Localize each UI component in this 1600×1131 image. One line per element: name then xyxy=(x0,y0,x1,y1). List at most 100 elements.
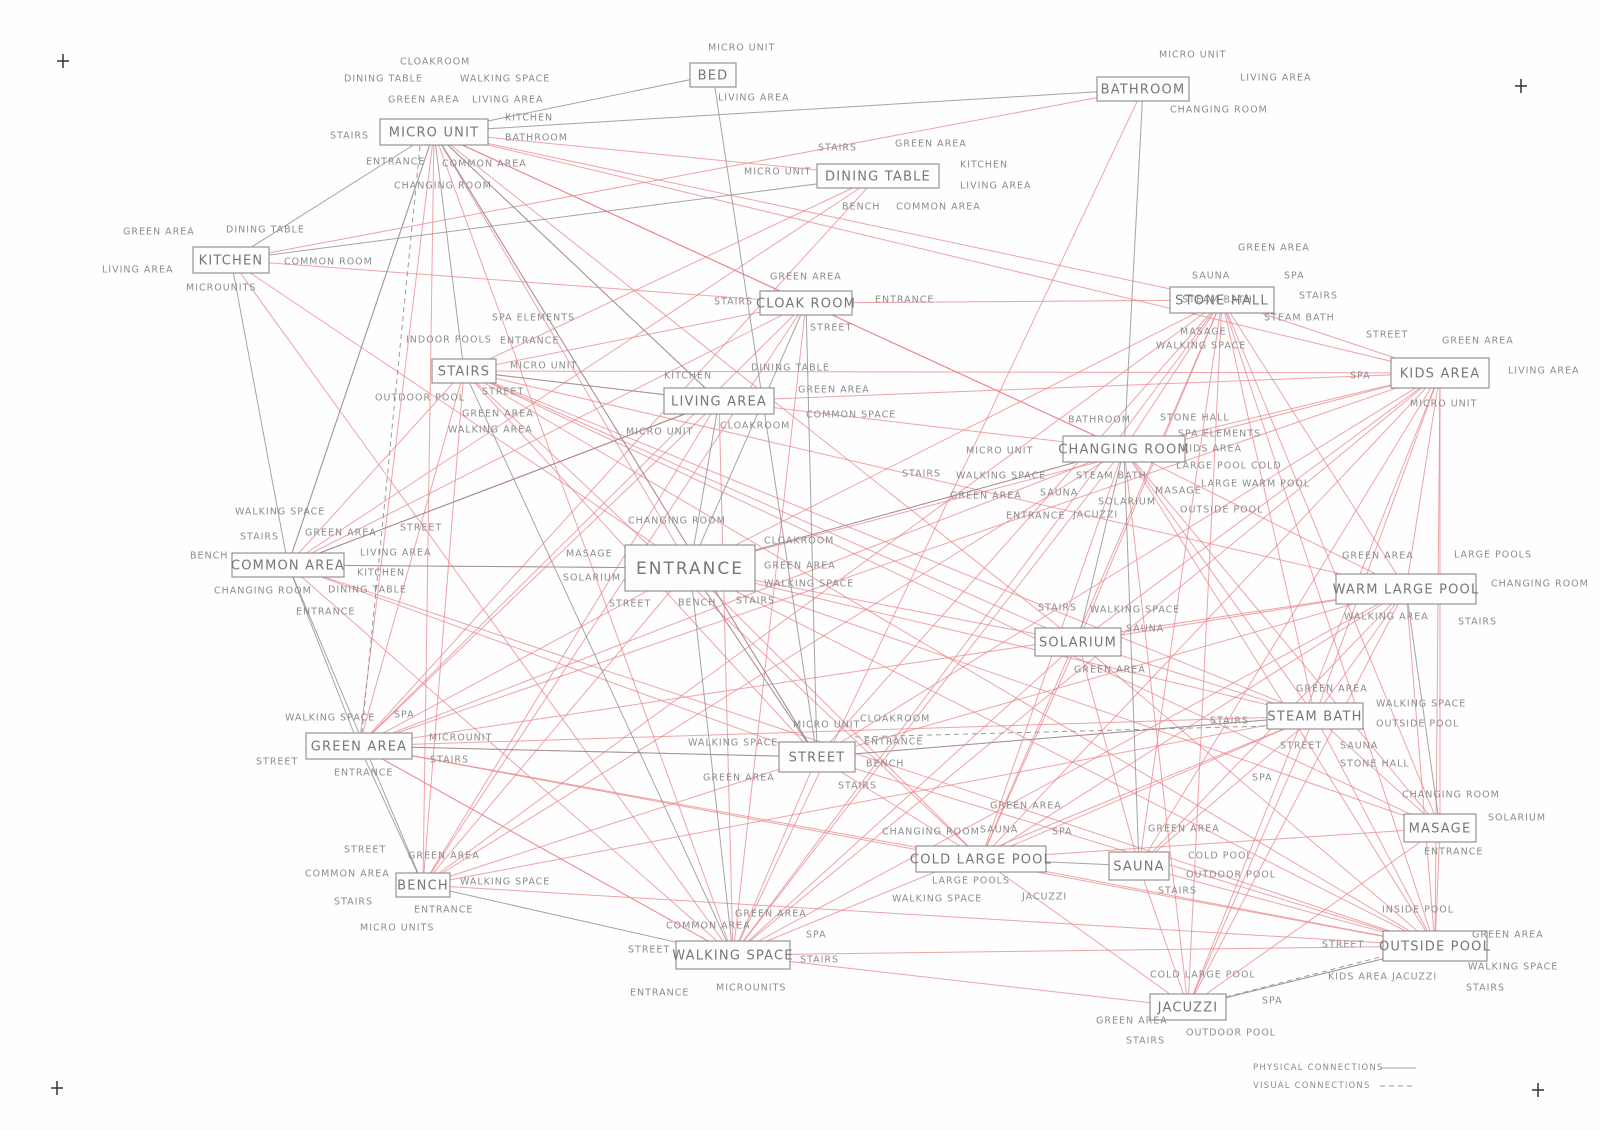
node-annotation: CLOAKROOM xyxy=(764,536,834,547)
node-annotation: SPA ELEMENTS xyxy=(1178,429,1261,440)
visual-connection-line xyxy=(980,858,1189,1008)
node-annotation: SPA xyxy=(806,930,827,941)
node-annotation: DINING TABLE xyxy=(344,74,423,85)
visual-connection-line xyxy=(980,827,1441,860)
node-annotation: LIVING AREA xyxy=(1240,73,1311,84)
node-box xyxy=(689,62,737,88)
node-annotation: GREEN AREA xyxy=(123,227,195,238)
node-annotation: STAIRS xyxy=(430,755,469,766)
legend-visual-label: VISUAL CONNECTIONS xyxy=(1253,1081,1371,1091)
node-micro-unit: MICRO UNIT xyxy=(379,118,489,146)
node-annotation: CHANGING ROOM xyxy=(628,516,726,527)
node-annotation: MICRO UNIT xyxy=(744,167,811,178)
registration-mark-top-left xyxy=(57,54,69,68)
physical-connection-line xyxy=(816,715,1316,758)
visual-connection-line xyxy=(358,588,1407,747)
node-annotation: KITCHEN xyxy=(505,113,553,124)
node-annotation: JACUZZI xyxy=(1021,892,1067,903)
node-annotation: SOLARIUM xyxy=(1488,813,1546,824)
visual-connection-line xyxy=(1077,641,1140,867)
visual-connection-line xyxy=(422,715,1316,886)
node-annotation: STAIRS xyxy=(714,297,753,308)
node-annotation: COMMON ROOM xyxy=(284,257,373,268)
registration-mark-bottom-right xyxy=(1532,1083,1544,1097)
node-kitchen: KITCHEN xyxy=(192,246,270,274)
visual-connection-line xyxy=(463,370,1441,374)
node-annotation: COMMON AREA xyxy=(442,159,527,170)
visual-connection-line xyxy=(358,175,879,747)
physical-connection-line xyxy=(712,74,818,758)
physical-connection-line xyxy=(230,259,289,566)
visual-connection-line xyxy=(287,175,879,566)
physical-connection-line xyxy=(805,302,818,758)
node-living-area: LIVING AREA xyxy=(663,387,775,415)
node-box xyxy=(1382,930,1488,962)
physical-connection-line xyxy=(287,400,720,566)
visual-connection-line xyxy=(1187,372,1441,1008)
node-label: KIDS AREA xyxy=(1400,367,1481,382)
node-annotation: MICRO UNIT xyxy=(966,446,1033,457)
visual-connection-dashed-line xyxy=(1225,955,1385,998)
node-annotation: OUTSIDE POOL xyxy=(1180,505,1263,516)
visual-connection-line xyxy=(1187,827,1441,1008)
node-annotation: ENTRANCE xyxy=(334,768,393,779)
visual-connection-line xyxy=(1314,715,1436,947)
node-annotation: OUTSIDE POOL xyxy=(1376,719,1459,730)
node-annotation: WALKING SPACE xyxy=(1090,605,1180,616)
node-annotation: BENCH xyxy=(842,202,880,213)
visual-connection-line xyxy=(1221,299,1316,717)
visual-connection-line xyxy=(358,745,734,956)
node-annotation: STREET xyxy=(1366,330,1408,341)
visual-connection-line xyxy=(732,954,1189,1008)
visual-connection-line xyxy=(433,131,1441,374)
visual-connection-line xyxy=(980,641,1079,860)
registration-marks xyxy=(51,54,1544,1097)
node-label: SAUNA xyxy=(1113,860,1165,875)
node-annotation: GREEN AREA xyxy=(1238,243,1310,254)
node-annotation: GREEN AREA xyxy=(462,409,534,420)
node-label: COMMON AREA xyxy=(231,559,345,574)
node-annotation: GREEN AREA xyxy=(1442,336,1514,347)
visual-connection-line xyxy=(1138,299,1223,867)
node-box xyxy=(1096,76,1190,102)
visual-connection-line xyxy=(1123,448,1436,947)
node-annotation: STEAM BATH xyxy=(1182,295,1253,306)
visual-connection-dashed-line xyxy=(361,145,421,733)
node-annotation: CLOAKROOM xyxy=(400,57,470,68)
node-annotation: STREET xyxy=(810,323,852,334)
registration-mark-bottom-left xyxy=(51,1081,63,1095)
node-box xyxy=(675,940,791,970)
node-annotation: BENCH xyxy=(866,759,904,770)
visual-connection-line xyxy=(422,131,435,886)
node-annotation: KIDS AREA xyxy=(1328,972,1388,983)
node-box xyxy=(778,741,856,773)
node-annotation: STONE HALL xyxy=(1340,759,1410,770)
visual-connection-line xyxy=(433,131,734,956)
node-masage: MASAGE xyxy=(1403,813,1477,843)
visual-connection-line xyxy=(1138,865,1189,1008)
node-box xyxy=(1266,702,1364,730)
physical-connection-line xyxy=(1123,88,1144,450)
node-annotation: ENTRANCE xyxy=(864,737,923,748)
visual-connection-line xyxy=(732,588,1407,956)
visual-connection-line xyxy=(689,567,982,860)
node-annotation: GREEN AREA xyxy=(798,385,870,396)
node-annotation: GREEN AREA xyxy=(1096,1016,1168,1027)
node-annotation: WALKING SPACE xyxy=(285,713,375,724)
node-box xyxy=(431,358,497,384)
node-annotation: ENTRANCE xyxy=(1424,847,1483,858)
visual-connection-line xyxy=(422,567,691,886)
node-annotation: WALKING SPACE xyxy=(235,507,325,518)
physical-connection-line xyxy=(433,131,720,402)
visual-connection-line xyxy=(463,370,982,860)
visual-connection-line xyxy=(358,131,435,747)
node-box xyxy=(1390,357,1490,389)
node-annotation: MASAGE xyxy=(1155,486,1202,497)
node-common-area: COMMON AREA xyxy=(231,552,345,578)
legend-physical-label: PHYSICAL CONNECTIONS xyxy=(1253,1063,1384,1073)
visual-connection-line xyxy=(732,641,1079,956)
visual-connection-line xyxy=(463,370,1079,643)
node-annotation: KITCHEN xyxy=(357,568,405,579)
